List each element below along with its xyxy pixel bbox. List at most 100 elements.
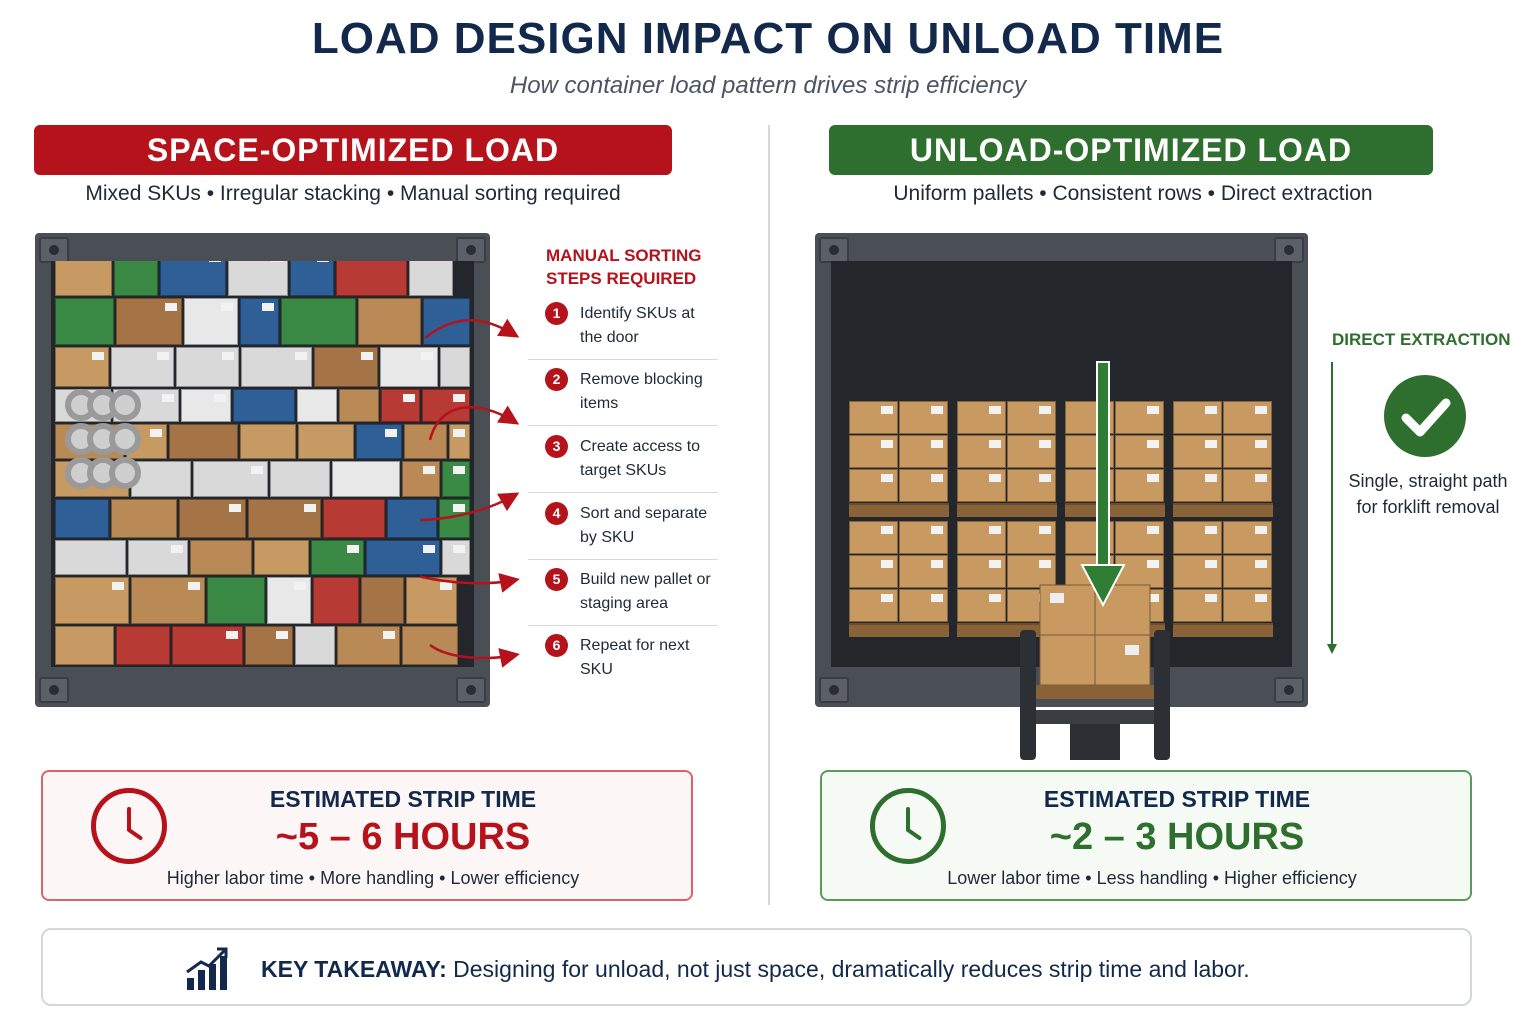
cargo-box bbox=[55, 540, 126, 575]
step-text: Sort and separate by SKU bbox=[580, 505, 708, 546]
cargo-box bbox=[207, 577, 265, 624]
palletized-carton bbox=[899, 435, 948, 468]
cargo-box bbox=[131, 577, 205, 624]
cargo-box bbox=[290, 261, 334, 296]
direct-extraction-label: DIRECT EXTRACTION bbox=[1332, 330, 1511, 349]
direct-extraction-line bbox=[1331, 362, 1333, 648]
step-text: Identify SKUs at the door bbox=[580, 305, 695, 346]
step-number-badge: 2 bbox=[545, 368, 568, 391]
mixed-load-container-image bbox=[35, 233, 490, 707]
cargo-box bbox=[337, 626, 400, 665]
palletized-carton bbox=[957, 555, 1006, 588]
cargo-box bbox=[128, 540, 188, 575]
palletized-carton bbox=[849, 589, 898, 622]
mixed-cargo bbox=[51, 261, 474, 667]
palletized-carton bbox=[1115, 469, 1164, 502]
palletized-carton bbox=[849, 401, 898, 434]
sorting-step-6: 6 Repeat for next SKU bbox=[528, 626, 718, 692]
palletized-carton bbox=[957, 521, 1006, 554]
palletized-carton bbox=[1223, 589, 1272, 622]
strip-time-value: ~2 – 3 HOURS bbox=[1049, 816, 1305, 858]
cargo-box bbox=[55, 626, 114, 665]
sorting-step-1: 1 Identify SKUs at the door bbox=[528, 294, 718, 360]
cargo-box bbox=[184, 298, 238, 345]
direct-extraction-description: Single, straight path for forklift remov… bbox=[1348, 471, 1508, 517]
cargo-box bbox=[409, 261, 453, 296]
cargo-box bbox=[55, 347, 109, 387]
step-number-badge: 6 bbox=[545, 634, 568, 657]
cargo-box bbox=[406, 577, 457, 624]
cargo-box bbox=[295, 626, 335, 665]
forklift-with-pallet bbox=[1020, 584, 1170, 760]
cargo-box bbox=[114, 261, 158, 296]
unload-optimized-strip-time-card: ESTIMATED STRIP TIME ~2 – 3 HOURS Lower … bbox=[820, 770, 1472, 901]
step-number-badge: 1 bbox=[545, 302, 568, 325]
sorting-step-4: 4 Sort and separate by SKU bbox=[528, 494, 718, 560]
cargo-box bbox=[160, 261, 226, 296]
key-takeaway-label: KEY TAKEAWAY: bbox=[261, 956, 447, 982]
cargo-box bbox=[311, 540, 364, 575]
cargo-box bbox=[267, 577, 311, 624]
palletized-carton bbox=[1115, 555, 1164, 588]
palletized-carton bbox=[1115, 521, 1164, 554]
palletized-carton bbox=[1173, 521, 1222, 554]
clock-icon bbox=[91, 788, 167, 864]
palletized-carton bbox=[1173, 435, 1222, 468]
cargo-box bbox=[55, 298, 114, 345]
cargo-box bbox=[176, 347, 239, 387]
cargo-box bbox=[380, 347, 438, 387]
cargo-box bbox=[402, 626, 458, 665]
extraction-arrow bbox=[1080, 361, 1126, 608]
wooden-pallet bbox=[1065, 503, 1165, 517]
cargo-box bbox=[381, 389, 420, 422]
palletized-carton bbox=[1007, 401, 1056, 434]
cargo-box bbox=[169, 424, 238, 459]
cargo-box bbox=[439, 499, 470, 538]
key-takeaway-body: Designing for unload, not just space, dr… bbox=[446, 956, 1250, 982]
strip-time-label: ESTIMATED STRIP TIME bbox=[1043, 786, 1311, 812]
unload-optimized-tagline: Uniform pallets • Consistent rows • Dire… bbox=[893, 182, 1373, 205]
palletized-carton bbox=[849, 555, 898, 588]
cargo-box bbox=[248, 499, 321, 538]
wooden-pallet bbox=[849, 623, 949, 637]
sorting-step-2: 2 Remove blocking items bbox=[528, 360, 718, 426]
palletized-carton bbox=[1223, 401, 1272, 434]
manual-sorting-heading: MANUAL SORTING STEPS REQUIRED bbox=[546, 246, 702, 288]
step-number-badge: 3 bbox=[545, 435, 568, 458]
palletized-carton bbox=[1115, 435, 1164, 468]
step-text: Create access to target SKUs bbox=[580, 438, 701, 479]
palletized-carton bbox=[957, 435, 1006, 468]
sorting-step-3: 3 Create access to target SKUs bbox=[528, 427, 718, 493]
palletized-carton bbox=[1115, 401, 1164, 434]
cargo-box bbox=[233, 389, 295, 422]
palletized-carton bbox=[957, 469, 1006, 502]
page-title: LOAD DESIGN IMPACT ON UNLOAD TIME bbox=[311, 14, 1225, 63]
cargo-box bbox=[172, 626, 243, 665]
bar-chart-icon bbox=[186, 947, 228, 990]
column-divider bbox=[768, 125, 770, 905]
wooden-pallet bbox=[1173, 503, 1273, 517]
direct-extraction-line-tip bbox=[1327, 644, 1337, 654]
space-optimized-tagline: Mixed SKUs • Irregular stacking • Manual… bbox=[85, 182, 621, 205]
cargo-box bbox=[240, 424, 296, 459]
sorting-step-5: 5 Build new pallet or staging area bbox=[528, 560, 718, 626]
wooden-pallet bbox=[849, 503, 949, 517]
unload-optimized-banner: UNLOAD-OPTIMIZED LOAD bbox=[829, 125, 1433, 175]
cargo-box bbox=[297, 389, 337, 422]
cargo-box bbox=[323, 499, 385, 538]
cargo-box bbox=[55, 577, 129, 624]
cargo-box bbox=[254, 540, 309, 575]
cargo-box bbox=[116, 626, 170, 665]
palletized-carton bbox=[1173, 469, 1222, 502]
cargo-box bbox=[111, 499, 177, 538]
cargo-box bbox=[449, 424, 470, 459]
cargo-box bbox=[298, 424, 354, 459]
step-number-badge: 4 bbox=[545, 502, 568, 525]
sorting-arrows bbox=[420, 318, 520, 668]
cargo-box bbox=[241, 347, 312, 387]
strip-time-value: ~5 – 6 HOURS bbox=[275, 816, 531, 858]
cargo-box bbox=[131, 461, 191, 497]
cargo-roll bbox=[109, 423, 141, 455]
wooden-pallet bbox=[957, 503, 1057, 517]
cargo-box bbox=[314, 347, 378, 387]
